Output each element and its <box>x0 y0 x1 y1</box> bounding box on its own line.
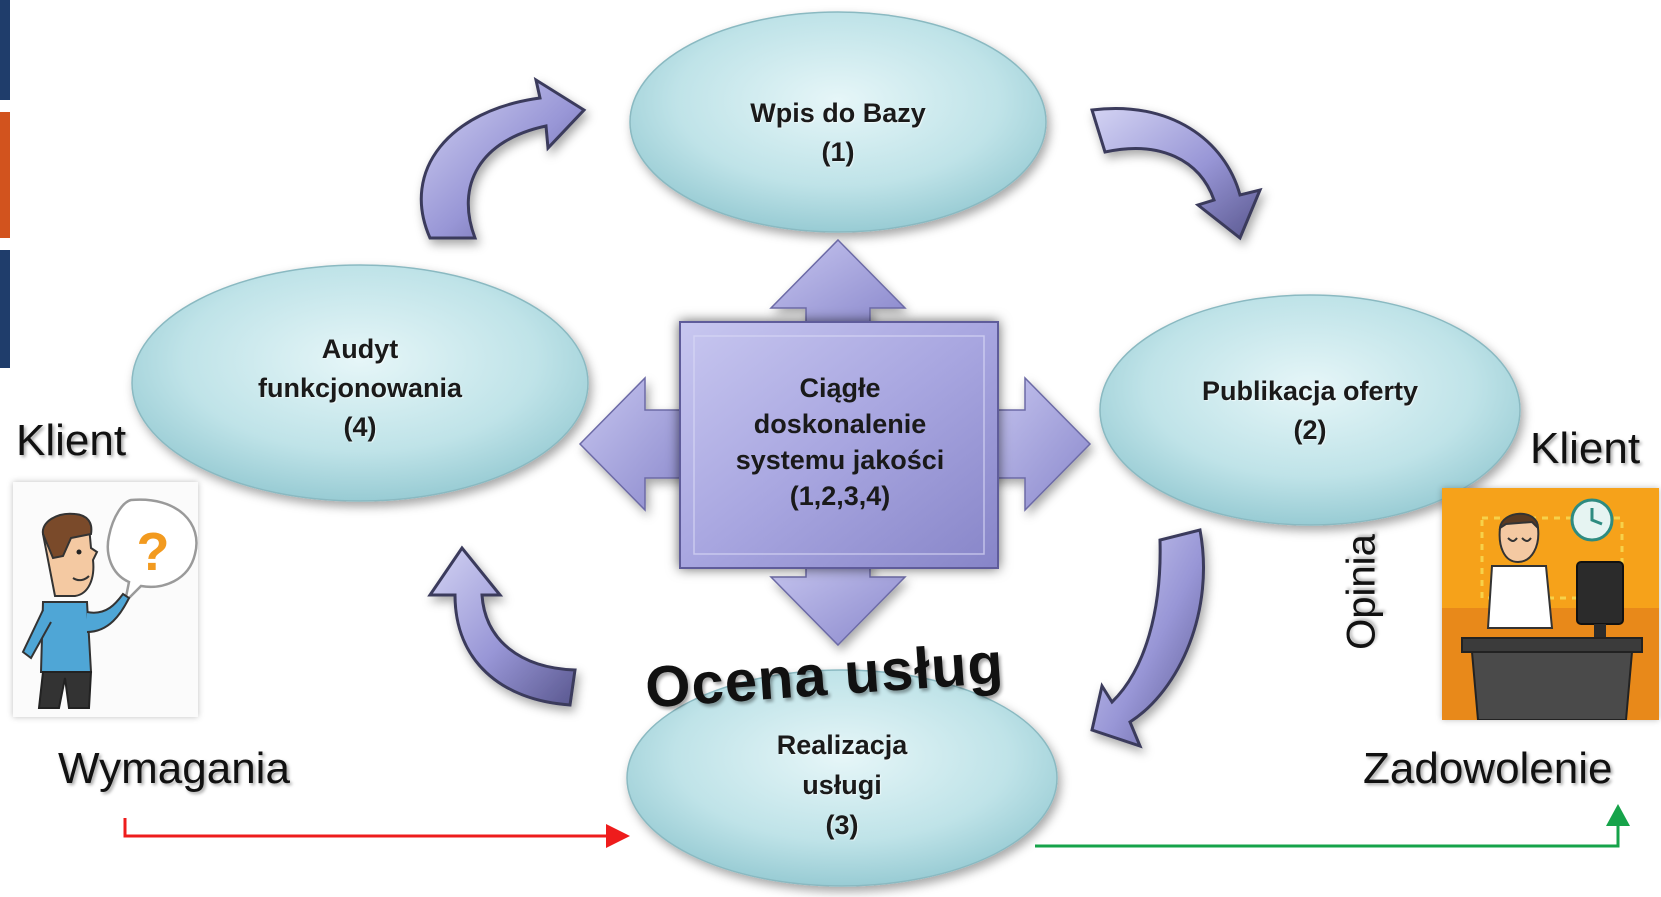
center-box-inner <box>693 335 985 555</box>
opinion-label: Opinia <box>1339 534 1384 650</box>
satisfaction-label: Zadowolenie <box>1363 744 1613 793</box>
node-wpis-label: Wpis do Bazy (1) <box>750 98 926 167</box>
requirements-label: Wymagania <box>58 744 290 793</box>
right-client-picture <box>1442 488 1659 721</box>
edge-bar-blue-top <box>0 0 10 100</box>
left-client-picture: ? <box>13 482 198 717</box>
ellipse-audyt <box>131 264 589 502</box>
ellipse-realizacja <box>626 669 1058 887</box>
requirement-flow-arrowhead <box>606 824 630 848</box>
curved-arrow-top-left <box>419 76 587 240</box>
confused-person-icon: ? <box>21 498 198 709</box>
arrow-left <box>578 376 691 512</box>
edge-bar-blue-bottom <box>0 250 10 368</box>
right-client-label: Klient <box>1530 424 1641 473</box>
ellipse-wpis <box>629 11 1047 233</box>
edge-bar-orange <box>0 112 10 238</box>
curved-arrow-top-right <box>1090 107 1263 241</box>
satisfaction-flow-arrowhead <box>1606 804 1630 826</box>
node-realizacja-label: Realizacja usługi (3) <box>776 730 908 840</box>
left-client-label: Klient <box>16 416 127 465</box>
ellipse-publikacja <box>1099 294 1521 526</box>
svg-text:?: ? <box>137 522 170 582</box>
curved-arrow-bottom-right <box>1090 528 1205 749</box>
satisfaction-flow-arrow <box>1035 820 1620 848</box>
arrow-up <box>769 238 907 326</box>
node-publikacja-label: Publikacja oferty (2) <box>1201 376 1419 445</box>
center-box <box>679 321 999 569</box>
arrow-right <box>984 376 1092 512</box>
center-label: Ciągłe doskonalenie systemu jakości (1,2… <box>735 373 945 511</box>
curved-arrow-bottom-left <box>427 545 577 707</box>
arrow-down <box>769 559 907 647</box>
requirement-flow-arrow <box>123 818 626 838</box>
node-audyt-label: Audyt funkcjonowania (4) <box>257 334 463 442</box>
relaxed-person-at-desk-icon <box>1442 488 1659 721</box>
